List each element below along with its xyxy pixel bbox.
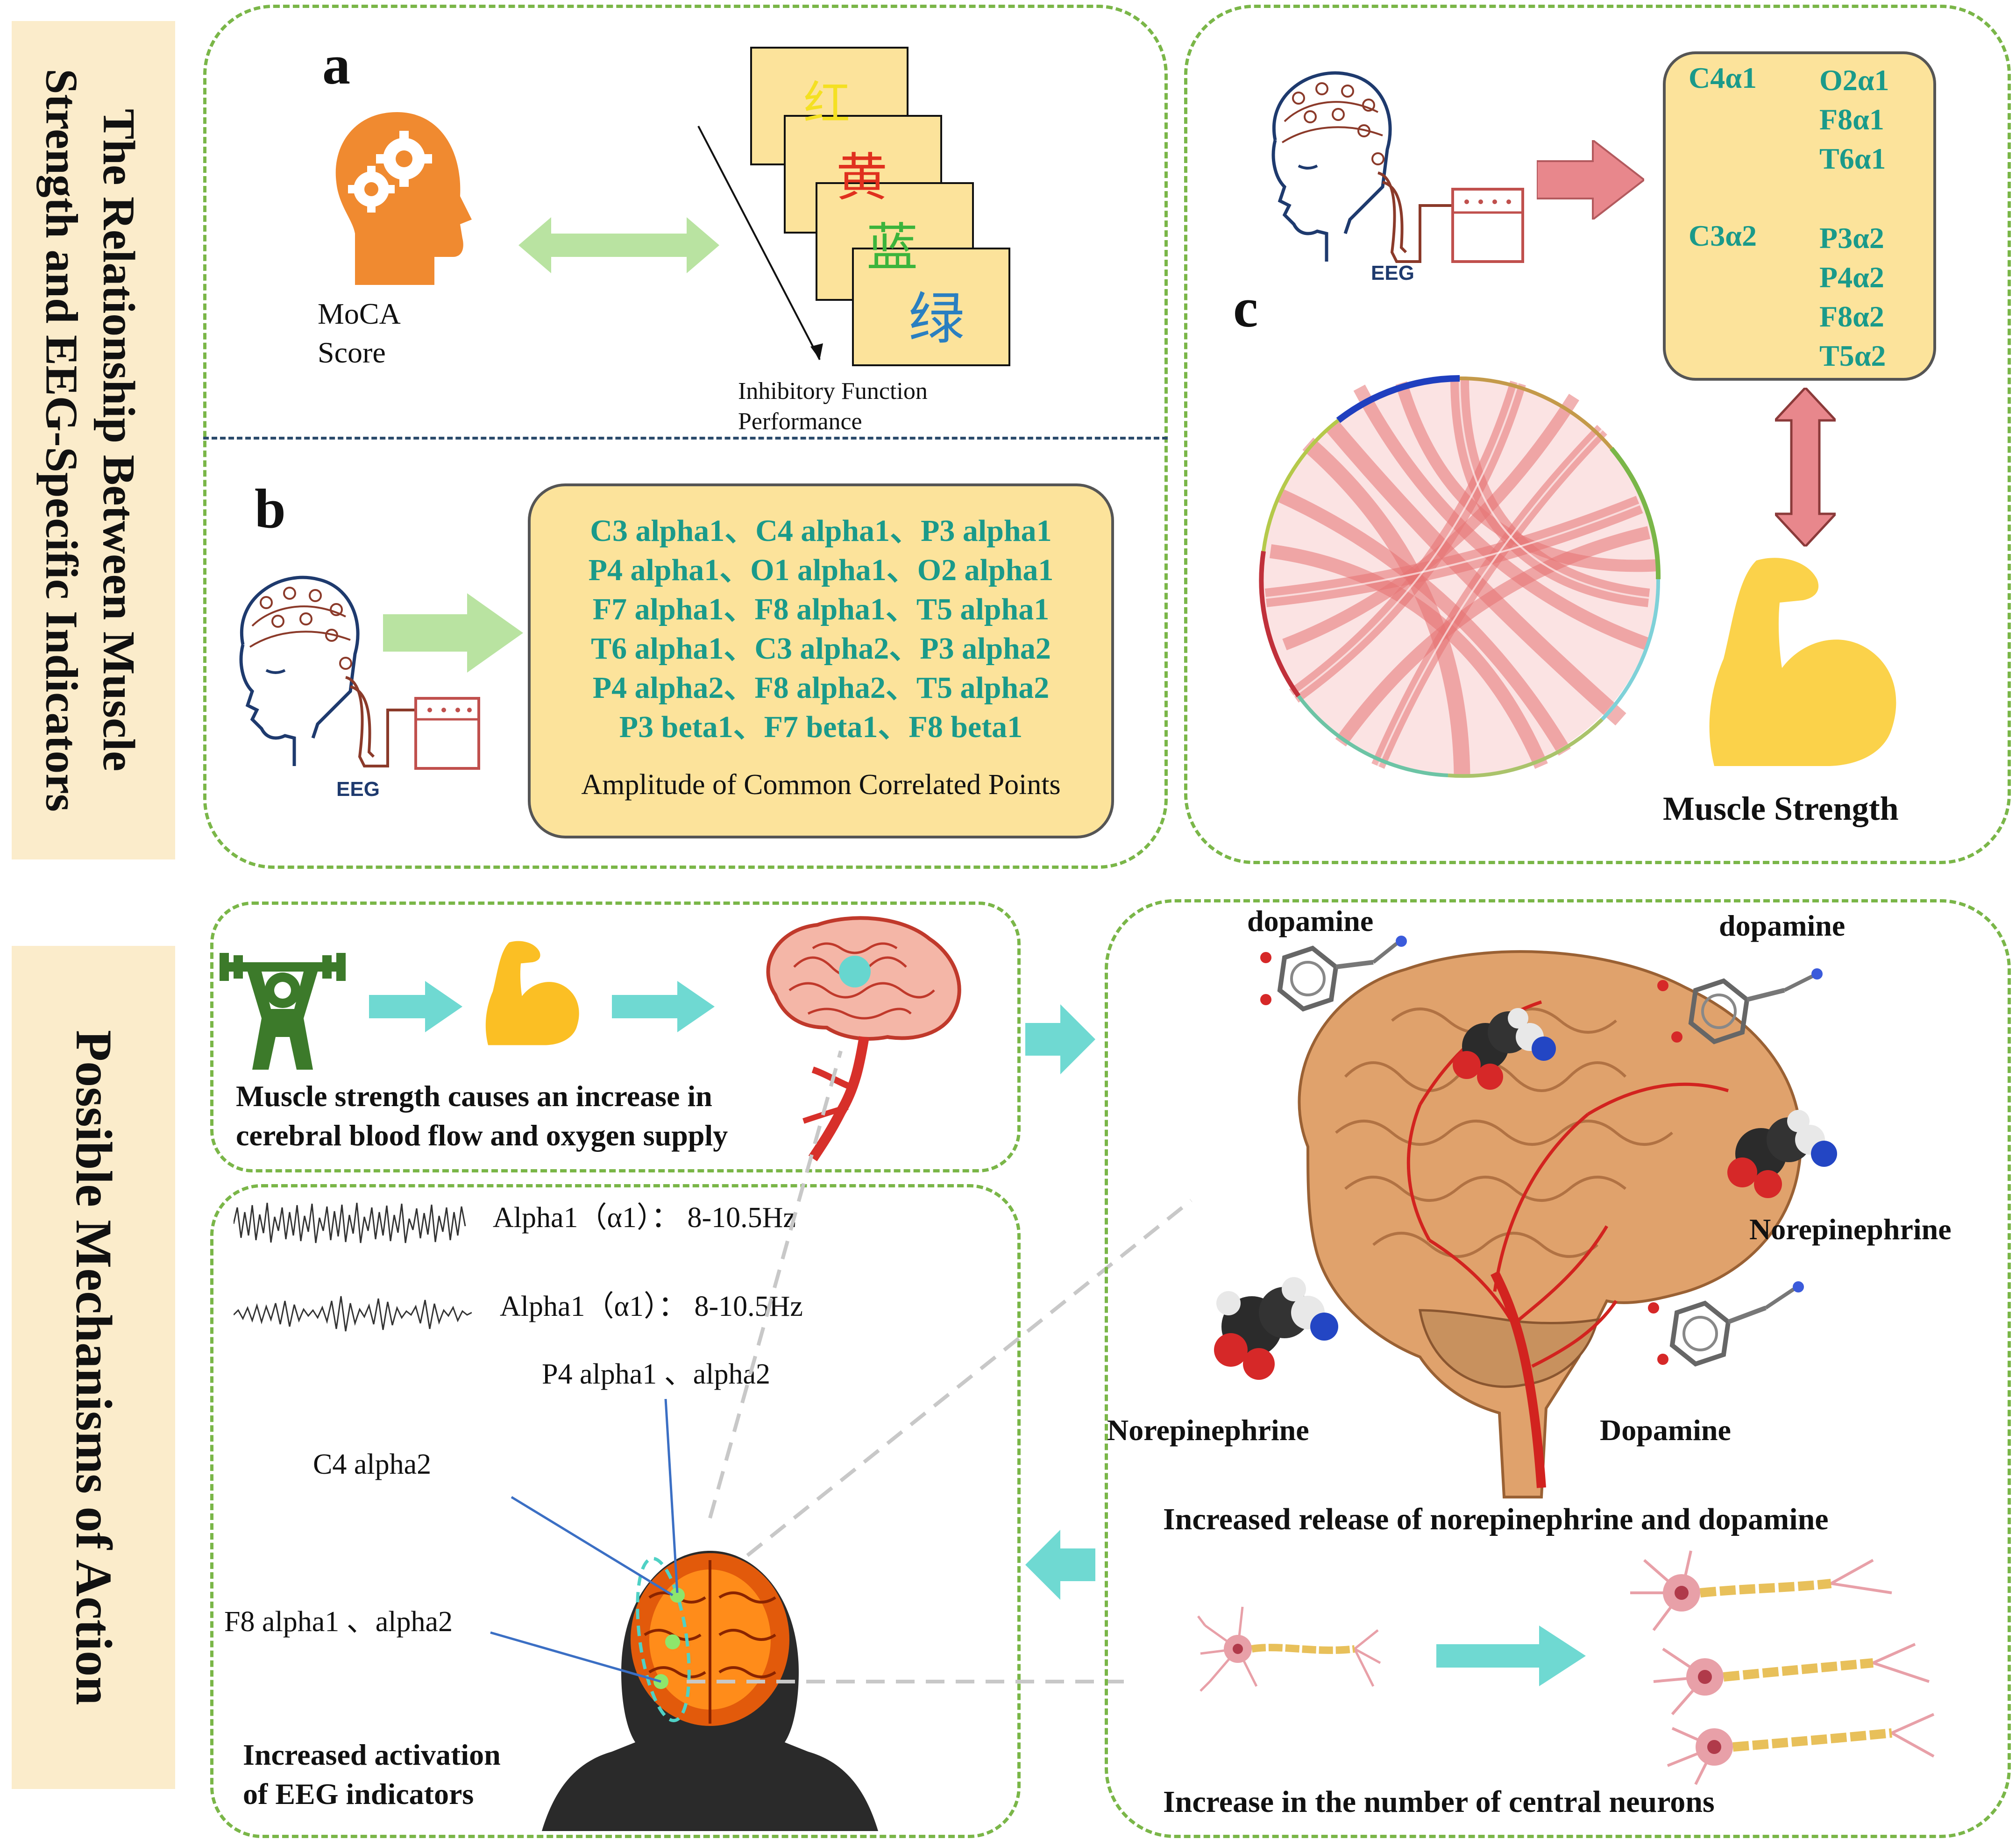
stroop-word-green: 绿 bbox=[909, 288, 965, 350]
panel-c-box bbox=[1184, 5, 2011, 864]
eeg-head-icon-c bbox=[1271, 71, 1524, 263]
single-neuron-icon bbox=[1197, 1606, 1381, 1692]
moca-label: MoCA Score bbox=[318, 297, 401, 369]
pink-arrow-icon bbox=[1537, 140, 1644, 220]
cyan-arrow-right bbox=[1025, 1004, 1095, 1074]
alpha2-left: C3α2 bbox=[1689, 219, 1757, 252]
blood-flow-box bbox=[210, 902, 1021, 1172]
flexed-arm-small-icon bbox=[485, 941, 579, 1045]
label-norepinephrine-right: Norepinephrine bbox=[1749, 1213, 1952, 1246]
eeg-label-c: EEG bbox=[1371, 262, 1414, 284]
panel-a-letter: a bbox=[322, 34, 350, 96]
pink-double-arrow-icon bbox=[1775, 388, 1836, 547]
cyan-arrow-left bbox=[1025, 1530, 1095, 1600]
neurotransmitter-box bbox=[1105, 899, 2011, 1838]
dopamine-molecule-bottom bbox=[1648, 1281, 1804, 1367]
label-dopamine-bottom: Dopamine bbox=[1600, 1413, 1731, 1447]
brain-vessel-icon bbox=[766, 916, 961, 1162]
alpha-points-box bbox=[1663, 51, 1936, 381]
chord-diagram bbox=[1259, 375, 1661, 778]
alpha1-left: C4α1 bbox=[1689, 61, 1757, 94]
wave-label-1: Alpha1（α1）： 8-10.5Hz bbox=[493, 1202, 796, 1234]
blood-flow-caption: Muscle strength causes an increase in ce… bbox=[236, 1079, 728, 1152]
top-side-banner: The Relationship Between Muscle Strength… bbox=[12, 21, 175, 859]
glowing-brain-head bbox=[542, 1551, 878, 1831]
c4-label: C4 alpha2 bbox=[313, 1448, 432, 1480]
f8-label: F8 alpha1 、alpha2 bbox=[224, 1606, 453, 1638]
norepinephrine-sphere-2 bbox=[1727, 1110, 1837, 1198]
stroop-word-yellow: 黄 bbox=[836, 149, 887, 206]
panel-c-letter: c bbox=[1233, 277, 1258, 339]
inhibitory-label: Inhibitory Function Performance bbox=[738, 378, 928, 435]
panel-b-letter: b bbox=[255, 477, 286, 540]
wave-label-2: Alpha1（α1）： 8-10.5Hz bbox=[500, 1291, 803, 1322]
bottom-banner-title: Possible Mechanisms of Action bbox=[65, 1030, 122, 1705]
correlated-points-list: C3 alpha1、C4 alpha1、P3 alpha1 P4 alpha1、… bbox=[588, 514, 1054, 744]
p4-label: P4 alpha1 、alpha2 bbox=[542, 1358, 771, 1390]
label-dopamine-top-left: dopamine bbox=[1247, 904, 1374, 937]
anatomical-brain bbox=[1298, 950, 1803, 1498]
correlated-points-box bbox=[528, 483, 1114, 838]
bottom-side-banner: Possible Mechanisms of Action bbox=[12, 946, 175, 1789]
muscle-strength-label: Muscle Strength bbox=[1663, 790, 1899, 827]
cyan-arrow-2 bbox=[612, 981, 715, 1032]
alpha2-right: P3α2 P4α2 F8α2 T5α2 bbox=[1819, 221, 1886, 372]
double-arrow-icon bbox=[518, 217, 719, 273]
alpha-wave-1 bbox=[234, 1202, 466, 1243]
norepinephrine-sphere-1 bbox=[1453, 1008, 1556, 1090]
top-banner-title: The Relationship Between Muscle Strength… bbox=[36, 69, 144, 812]
stroop-cards bbox=[697, 47, 1010, 366]
eeg-head-icon bbox=[239, 575, 480, 770]
norepinephrine-sphere-3 bbox=[1214, 1277, 1338, 1380]
cyan-arrow-neurons bbox=[1436, 1626, 1586, 1686]
label-dopamine-top-right: dopamine bbox=[1719, 909, 1846, 942]
weightlifter-icon bbox=[220, 953, 346, 1070]
multiple-neurons-icon bbox=[1630, 1550, 1935, 1785]
correlated-points-caption: Amplitude of Common Correlated Points bbox=[581, 769, 1061, 801]
flexed-arm-icon bbox=[1709, 558, 1896, 766]
alpha-wave-2 bbox=[234, 1296, 472, 1332]
label-norepinephrine-left: Norepinephrine bbox=[1107, 1413, 1309, 1447]
dopamine-molecule-left bbox=[1260, 936, 1407, 1012]
cyan-arrow-1 bbox=[369, 981, 462, 1032]
alpha1-right: O2α1 F8α1 T6α1 bbox=[1819, 64, 1889, 175]
neurons-caption: Increase in the number of central neuron… bbox=[1163, 1785, 1715, 1819]
stroop-word-red: 红 bbox=[803, 78, 850, 130]
eeg-label-b: EEG bbox=[336, 778, 380, 801]
head-gears-icon bbox=[335, 112, 472, 285]
eeg-activation-box bbox=[210, 1184, 1021, 1838]
release-caption: Increased release of norepinephrine and … bbox=[1163, 1502, 1829, 1536]
activation-caption: Increased activation of EEG indicators bbox=[243, 1738, 501, 1810]
green-arrow-icon bbox=[383, 593, 523, 673]
stroop-word-blue: 蓝 bbox=[866, 220, 918, 277]
dopamine-molecule-right bbox=[1657, 968, 1823, 1044]
panel-divider bbox=[203, 437, 1168, 440]
